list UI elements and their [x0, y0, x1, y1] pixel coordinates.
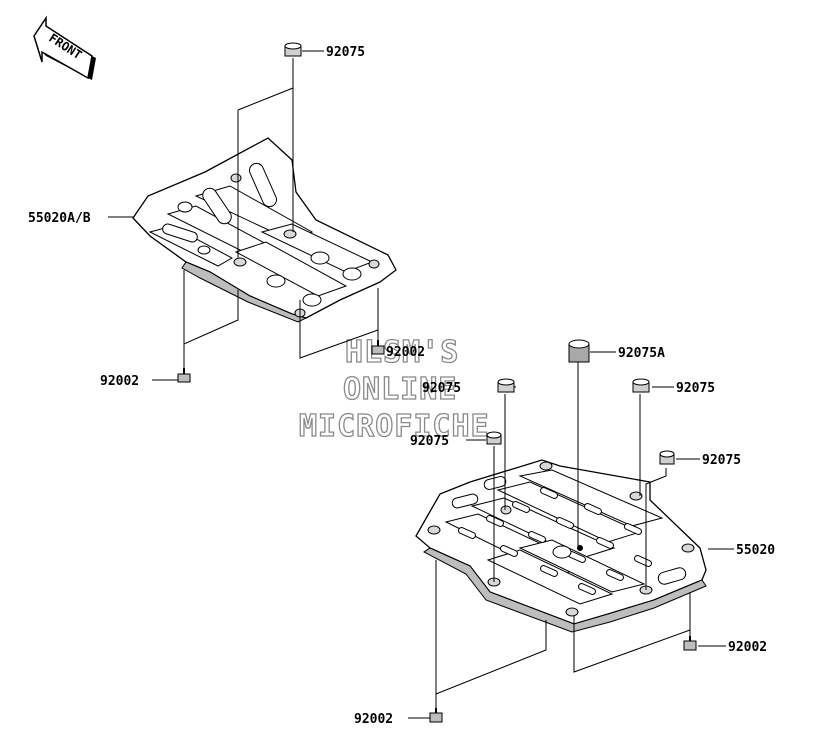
- watermark-line-2: ONLINE: [343, 372, 457, 407]
- label-lower-bolt-left: 92002: [354, 712, 393, 727]
- lower-fasteners: [429, 339, 697, 723]
- upper-skid-plate: [132, 137, 397, 323]
- collar-icon: [568, 339, 590, 363]
- label-lower-plate: 55020: [736, 543, 775, 558]
- upper-bolt-left-icon: [177, 368, 191, 383]
- upper-fasteners: [177, 42, 385, 383]
- front-arrow-icon: FRONT: [33, 15, 96, 80]
- label-lower-nut-c: 92075: [676, 381, 715, 396]
- label-lower-nut-b: 92075: [410, 434, 449, 449]
- lower-skid-plate: [415, 459, 707, 633]
- label-lower-bolt-right: 92002: [728, 640, 767, 655]
- watermark-line-1: HLSM'S: [345, 335, 459, 370]
- watermark-line-3: MICROFICHE: [299, 409, 490, 444]
- lower-bolt-left-icon: [429, 708, 443, 723]
- label-lower-nut-d: 92075: [702, 453, 741, 468]
- lower-bolt-right-icon: [683, 636, 697, 651]
- lower-nut-d-icon: [659, 450, 675, 465]
- label-upper-plate: 55020A/B: [28, 211, 91, 226]
- label-collar: 92075A: [618, 346, 665, 361]
- label-lower-nut-a: 92075: [422, 381, 461, 396]
- lower-nut-a-icon: [497, 378, 515, 393]
- lower-nut-b-icon: [486, 431, 502, 445]
- lower-nut-c-icon: [632, 378, 650, 393]
- lower-plate-slot-grid: [458, 487, 652, 595]
- watermark: HLSM'S ONLINE MICROFICHE: [298, 334, 490, 444]
- upper-bolt-right-icon: [371, 340, 385, 355]
- label-upper-bolt-right: 92002: [386, 345, 425, 360]
- lower-leader-lines: [408, 351, 734, 719]
- upper-top-nut-icon: [284, 42, 302, 57]
- label-upper-bolt-left: 92002: [100, 374, 139, 389]
- label-top-nut: 92075: [326, 45, 365, 60]
- upper-leader-lines: [108, 50, 379, 381]
